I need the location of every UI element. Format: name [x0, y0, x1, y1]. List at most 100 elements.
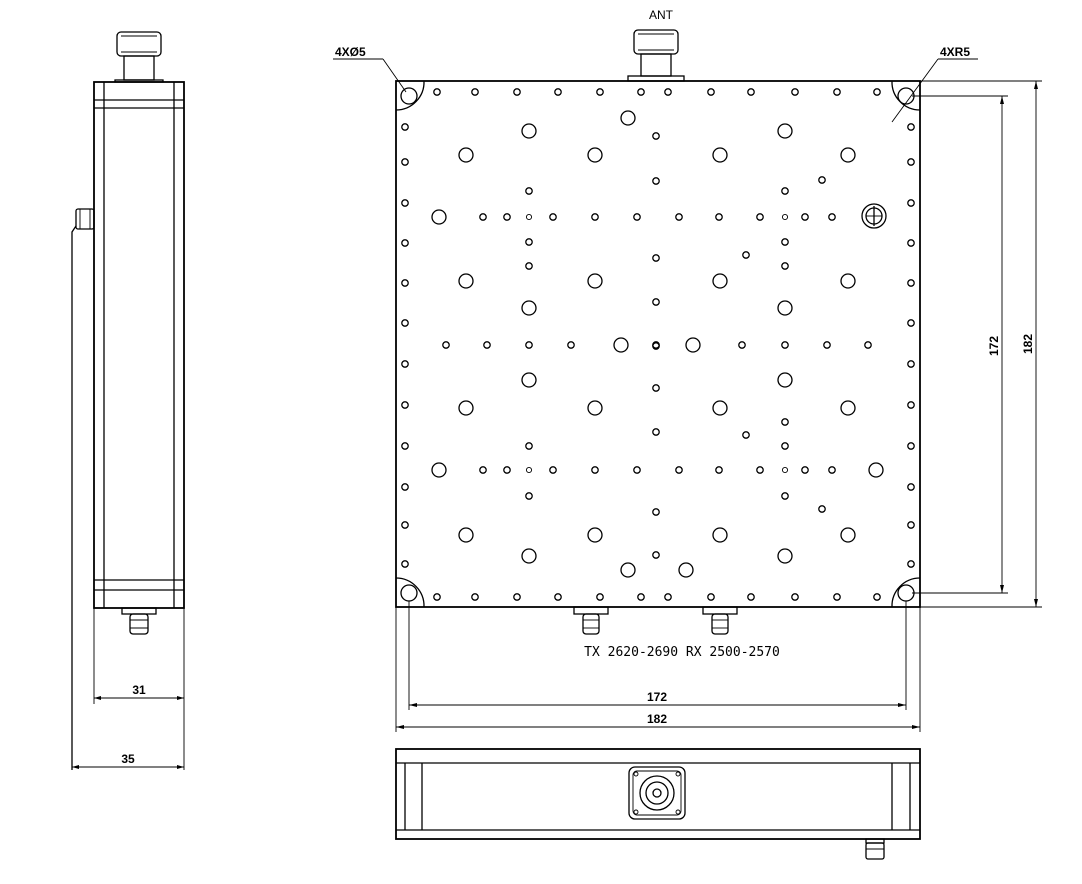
resonator-hole [777, 300, 793, 316]
screw-hole [503, 466, 511, 474]
port-caption: TX 2620-2690 RX 2500-2570 [584, 645, 780, 660]
screw-hole [742, 431, 750, 439]
screw-hole [591, 466, 599, 474]
side-tuning-knob [71, 208, 95, 770]
ant-label: ANT [649, 8, 674, 22]
screw-hole [525, 262, 533, 270]
resonator-hole [777, 372, 793, 388]
dimension-31-label: 31 [132, 683, 146, 697]
screw-hole [633, 213, 641, 221]
screw-hole [907, 199, 915, 207]
screw-hole [652, 428, 660, 436]
screw-hole [907, 560, 915, 568]
dimension-172-v-label: 172 [987, 336, 1001, 356]
side-body [93, 81, 185, 609]
dimension-35-label: 35 [121, 752, 135, 766]
screw-hole [664, 88, 672, 96]
screw-hole [907, 360, 915, 368]
screw-hole [525, 442, 533, 450]
screw-hole [525, 341, 533, 349]
screw-hole [549, 466, 557, 474]
screw-hole [791, 88, 799, 96]
screw-hole [479, 213, 487, 221]
resonator-hole [431, 209, 447, 225]
screw-hole [781, 262, 789, 270]
screw-hole [907, 123, 915, 131]
screw-hole [652, 177, 660, 185]
screw-hole [907, 319, 915, 327]
screw-hole [756, 466, 764, 474]
screw-hole [873, 88, 881, 96]
screw-hole [433, 593, 441, 601]
screw-hole [433, 88, 441, 96]
dimension-31: 31 [93, 608, 185, 770]
screw-hole [401, 319, 409, 327]
screw-hole [818, 505, 826, 513]
screw-hole [652, 551, 660, 559]
resonator-hole [458, 147, 474, 163]
screw-hole [401, 279, 409, 287]
resonator-hole [840, 400, 856, 416]
screw-hole [738, 341, 746, 349]
screw-hole [591, 213, 599, 221]
screw-hole [596, 593, 604, 601]
resonator-hole [613, 337, 629, 353]
screw-hole [747, 593, 755, 601]
screw-hole [652, 508, 660, 516]
resonator-hole [587, 527, 603, 543]
hole-callout-label: 4XØ5 [335, 45, 366, 59]
screw-hole [401, 158, 409, 166]
tuning-screw-pattern [401, 88, 915, 601]
ant-connector [627, 29, 685, 82]
screw-hole [554, 593, 562, 601]
screw-hole [781, 466, 789, 474]
screw-hole [664, 593, 672, 601]
screw-hole [907, 483, 915, 491]
screw-hole [483, 341, 491, 349]
bottom-view [395, 748, 921, 860]
resonator-hole [678, 562, 694, 578]
screw-hole [781, 187, 789, 195]
screw-hole [652, 254, 660, 262]
screw-hole [801, 213, 809, 221]
resonator-hole [458, 527, 474, 543]
screw-hole [554, 88, 562, 96]
screw-hole [401, 483, 409, 491]
screw-hole [828, 213, 836, 221]
screw-hole [781, 492, 789, 500]
screw-hole [471, 88, 479, 96]
screw-hole [833, 88, 841, 96]
screw-hole [781, 213, 789, 221]
screw-hole [513, 593, 521, 601]
resonator-hole [458, 400, 474, 416]
resonator-hole [521, 300, 537, 316]
screw-hole [525, 466, 533, 474]
screw-hole [715, 213, 723, 221]
screw-hole [401, 442, 409, 450]
screw-hole [652, 298, 660, 306]
dimension-182-horizontal: 182 [395, 607, 921, 732]
resonator-hole [587, 147, 603, 163]
resonator-hole [712, 273, 728, 289]
dimension-182-v-label: 182 [1021, 334, 1035, 354]
screw-hole [742, 251, 750, 259]
screw-hole [401, 560, 409, 568]
screw-hole [479, 466, 487, 474]
screw-hole [715, 466, 723, 474]
screw-hole [442, 341, 450, 349]
screw-hole [873, 593, 881, 601]
screw-hole [781, 418, 789, 426]
side-bottom-connector [121, 607, 157, 635]
screw-hole [401, 360, 409, 368]
bottom-body [395, 748, 921, 840]
screw-hole [907, 239, 915, 247]
resonator-hole [712, 147, 728, 163]
screw-hole [401, 521, 409, 529]
screw-hole [907, 442, 915, 450]
front-tuning-knob [861, 203, 887, 229]
screw-hole [652, 384, 660, 392]
screw-hole [513, 88, 521, 96]
screw-hole [549, 213, 557, 221]
resonator-hole [521, 372, 537, 388]
screw-hole [747, 88, 755, 96]
